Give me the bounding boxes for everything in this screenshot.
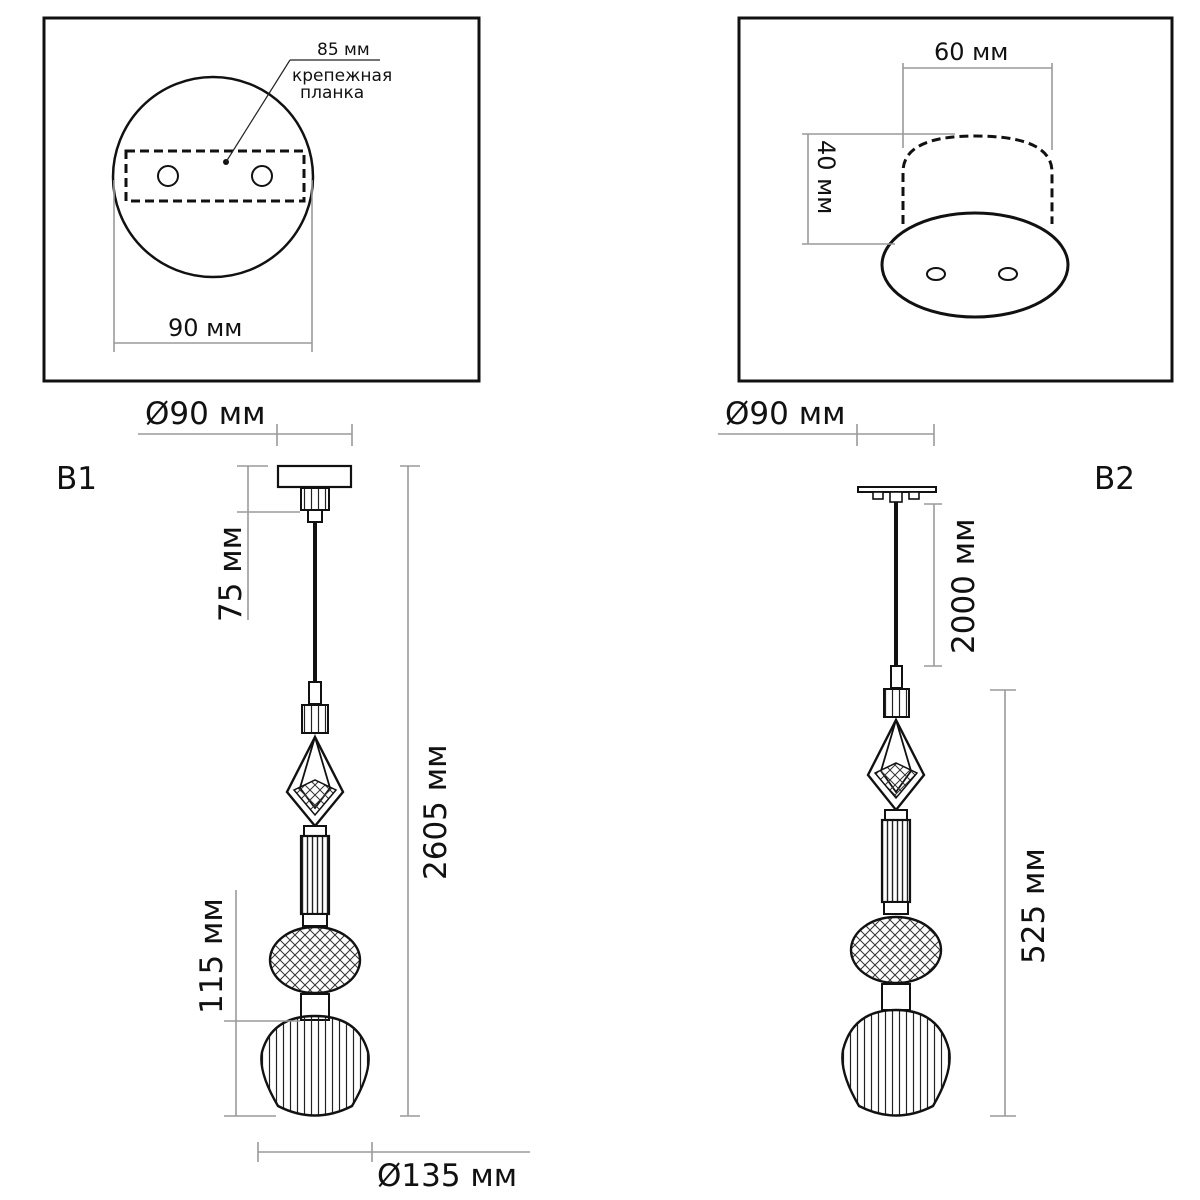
lamp-socket-b2 xyxy=(881,983,911,1011)
panel-frame xyxy=(737,16,1174,383)
canopy-b1 xyxy=(276,464,353,489)
crystal-cage-b2 xyxy=(866,716,926,812)
ribbed-shade-b2 xyxy=(841,1008,951,1117)
ring-b1 xyxy=(301,704,329,734)
dim-total-label: 2605 мм xyxy=(418,744,454,880)
panel-canopy-perspective: 60 мм 40 мм xyxy=(737,16,1174,383)
dim-body-label: 525 мм xyxy=(1016,848,1052,964)
screw-hole-left xyxy=(157,165,179,187)
ribbed-shade-b1 xyxy=(260,1014,370,1117)
cable-clamp-b1 xyxy=(307,509,323,523)
faceted-bead-b2 xyxy=(849,915,943,985)
dim-canopy-height-label: 75 мм xyxy=(213,526,249,622)
plate-label-line2: планка xyxy=(300,83,364,103)
cable-holder-b1 xyxy=(300,487,330,511)
cable-clamp-b2 xyxy=(889,491,903,503)
variant-code-b1: B1 xyxy=(56,461,97,497)
collar-b2 xyxy=(884,809,908,821)
crystal-cage-b1 xyxy=(285,733,345,828)
lamp-variant-b1: B1 Ø90 мм 75 мм 2605 мм 115 м xyxy=(56,396,530,1194)
canopy-screw-left-b2 xyxy=(872,491,884,500)
dim-cable-label: 2000 мм xyxy=(946,518,982,654)
glass-tube-b1 xyxy=(299,834,331,916)
plate-dim-label: 85 мм xyxy=(317,40,370,60)
canopy-circle xyxy=(111,75,315,279)
collar-lower-b1 xyxy=(302,913,328,927)
collar-b1 xyxy=(303,825,327,837)
faceted-bead-b1 xyxy=(268,925,362,995)
dim-width-label: 90 мм xyxy=(168,314,242,342)
panel-canopy-bottom-view: 85 мм крепежная планка 90 мм xyxy=(42,16,481,383)
glass-tube-b2 xyxy=(880,818,912,904)
plate-label-line1: крепежная xyxy=(292,66,392,86)
screw-hole-left xyxy=(926,267,946,281)
mounting-plate-dashed xyxy=(124,149,306,203)
dim-width-label: 60 мм xyxy=(934,38,1008,66)
screw-hole-right xyxy=(998,267,1018,281)
screw-hole-right xyxy=(251,165,273,187)
ring-b2 xyxy=(883,688,910,718)
dim-shade-label: Ø135 мм xyxy=(377,1158,517,1194)
collar-lower-b2 xyxy=(883,901,909,915)
dim-shade-spacing-label: 115 мм xyxy=(194,898,230,1014)
stem-b2 xyxy=(890,665,903,689)
canopy-screw-right-b2 xyxy=(908,491,920,500)
dim-height-label: 40 мм xyxy=(812,140,840,214)
panel-frame xyxy=(42,16,481,383)
variant-code-b2: B2 xyxy=(1094,461,1135,497)
dim-canopy-label: Ø90 мм xyxy=(145,396,265,432)
stem-b1 xyxy=(308,681,322,705)
mounting-box-dashed xyxy=(901,134,1054,224)
canopy-ellipse xyxy=(880,211,1070,319)
plate-leader-line xyxy=(225,59,291,163)
dim-canopy-label: Ø90 мм xyxy=(725,396,845,432)
lamp-variant-b2: B2 Ø90 мм 2000 мм 525 мм xyxy=(718,396,1135,1117)
